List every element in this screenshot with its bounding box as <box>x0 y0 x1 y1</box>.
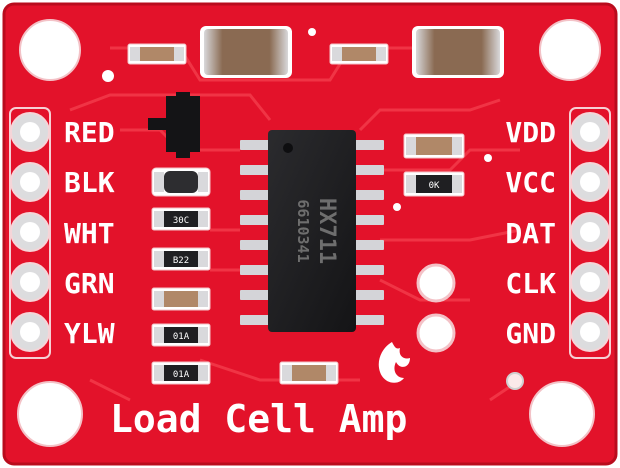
pin-label-red: RED <box>64 116 115 149</box>
chip-leg <box>354 140 384 150</box>
chip-leg <box>354 190 384 200</box>
smd-resistor-01a-upper: 01A <box>151 323 211 347</box>
chip-leg <box>240 315 270 325</box>
smd-resistor-30c: 30C <box>151 207 211 231</box>
resistor-code-01a-lower: 01A <box>173 370 190 380</box>
chip-leg <box>240 165 270 175</box>
pin-label-dat: DAT <box>505 217 556 250</box>
hx711-chip: HX711 6610341 <box>268 130 356 332</box>
right-pin-pad <box>570 312 610 352</box>
smd-capacitor-bottom <box>279 361 339 385</box>
smd-resistor-01a-lower: 01A <box>151 361 211 385</box>
right-pin-pad <box>570 262 610 302</box>
chip-leg <box>354 215 384 225</box>
resistor-code-30c: 30C <box>173 216 189 226</box>
smd-part-inductor <box>151 167 211 197</box>
capacitor-top-left <box>200 26 292 78</box>
resistor-code-0k: 0K <box>429 181 440 191</box>
through-holes <box>416 263 456 353</box>
chip-leg <box>240 265 270 275</box>
pin-label-wht: WHT <box>64 217 115 250</box>
mounting-holes <box>17 19 601 447</box>
smd-resistor-0k: 0K <box>403 171 465 197</box>
chip-leg <box>354 265 384 275</box>
left-pin-pads <box>10 112 50 352</box>
chip-leg <box>354 165 384 175</box>
vias <box>102 28 524 390</box>
smd-resistor-top-mid <box>329 43 389 65</box>
chip-legs <box>240 140 384 325</box>
chip-leg <box>240 215 270 225</box>
chip-leg <box>240 290 270 300</box>
capacitor-top-right <box>412 26 504 78</box>
right-pin-pad <box>570 162 610 202</box>
pin-label-vdd: VDD <box>505 116 556 149</box>
pin-label-vcc: VCC <box>505 166 556 199</box>
pin-label-blk: BLK <box>64 166 115 199</box>
chip-name: HX711 <box>314 198 339 264</box>
left-pin-pad <box>10 162 50 202</box>
transistor <box>148 92 200 158</box>
left-pin-pad <box>10 212 50 252</box>
chip-leg <box>354 290 384 300</box>
smd-capacitor-small <box>151 287 211 311</box>
smd-resistor-top-left <box>127 43 187 65</box>
left-pin-pad <box>10 312 50 352</box>
right-pin-pad <box>570 112 610 152</box>
pin-label-gnd: GND <box>505 317 556 350</box>
resistor-code-01a-upper: 01A <box>173 332 190 342</box>
smd-capacitor-right <box>403 133 465 159</box>
pin-label-grn: GRN <box>64 267 115 300</box>
left-header <box>9 107 51 359</box>
left-pin-pad <box>10 262 50 302</box>
right-pin-pads <box>570 112 610 352</box>
left-pin-pad <box>10 112 50 152</box>
chip-leg <box>240 190 270 200</box>
pin-label-ylw: YLW <box>64 317 115 350</box>
chip-leg <box>240 240 270 250</box>
right-pin-pad <box>570 212 610 252</box>
resistor-code-b22: B22 <box>173 256 189 266</box>
flame-logo-icon <box>378 342 410 383</box>
board-title: Load Cell Amp <box>110 397 407 441</box>
chip-leg <box>354 240 384 250</box>
chip-leg <box>354 315 384 325</box>
chip-code: 6610341 <box>294 199 312 262</box>
right-header <box>569 107 611 359</box>
smd-resistor-b22: B22 <box>151 247 211 271</box>
chip-leg <box>240 140 270 150</box>
pin-label-clk: CLK <box>505 267 556 300</box>
